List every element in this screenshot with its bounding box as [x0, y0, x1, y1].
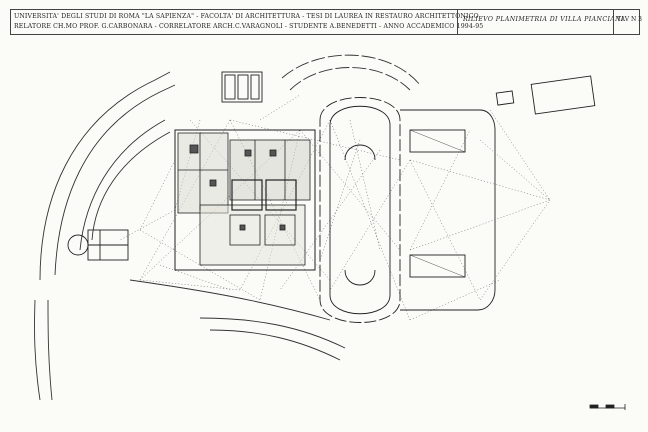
title-block-divider [613, 10, 614, 34]
garden-enclosure [400, 109, 496, 311]
drawing-title: RILIEVO PLANIMETRIA DI VILLA PIANCIANI [463, 16, 624, 23]
title-block: UNIVERSITA' DEGLI STUDI DI ROMA "LA SAPI… [10, 9, 642, 35]
scale-bar [589, 404, 626, 410]
credits-line: RELATORE CH.MO PROF. G.CARBONARA - CORRE… [14, 23, 484, 30]
annex-building [221, 71, 263, 103]
villa-building [174, 129, 316, 271]
chapel-building [67, 229, 129, 261]
oval-garden [319, 97, 401, 323]
upper-arc-path [281, 54, 421, 91]
title-block-divider [457, 10, 458, 34]
title-block-header: UNIVERSITA' DEGLI STUDI DI ROMA "LA SAPI… [14, 12, 484, 32]
university-line: UNIVERSITA' DEGLI STUDI DI ROMA "LA SAPI… [14, 13, 479, 20]
outbuildings [495, 75, 596, 115]
sheet-number: TAV N 3 [617, 16, 642, 23]
curved-roads [34, 71, 346, 401]
